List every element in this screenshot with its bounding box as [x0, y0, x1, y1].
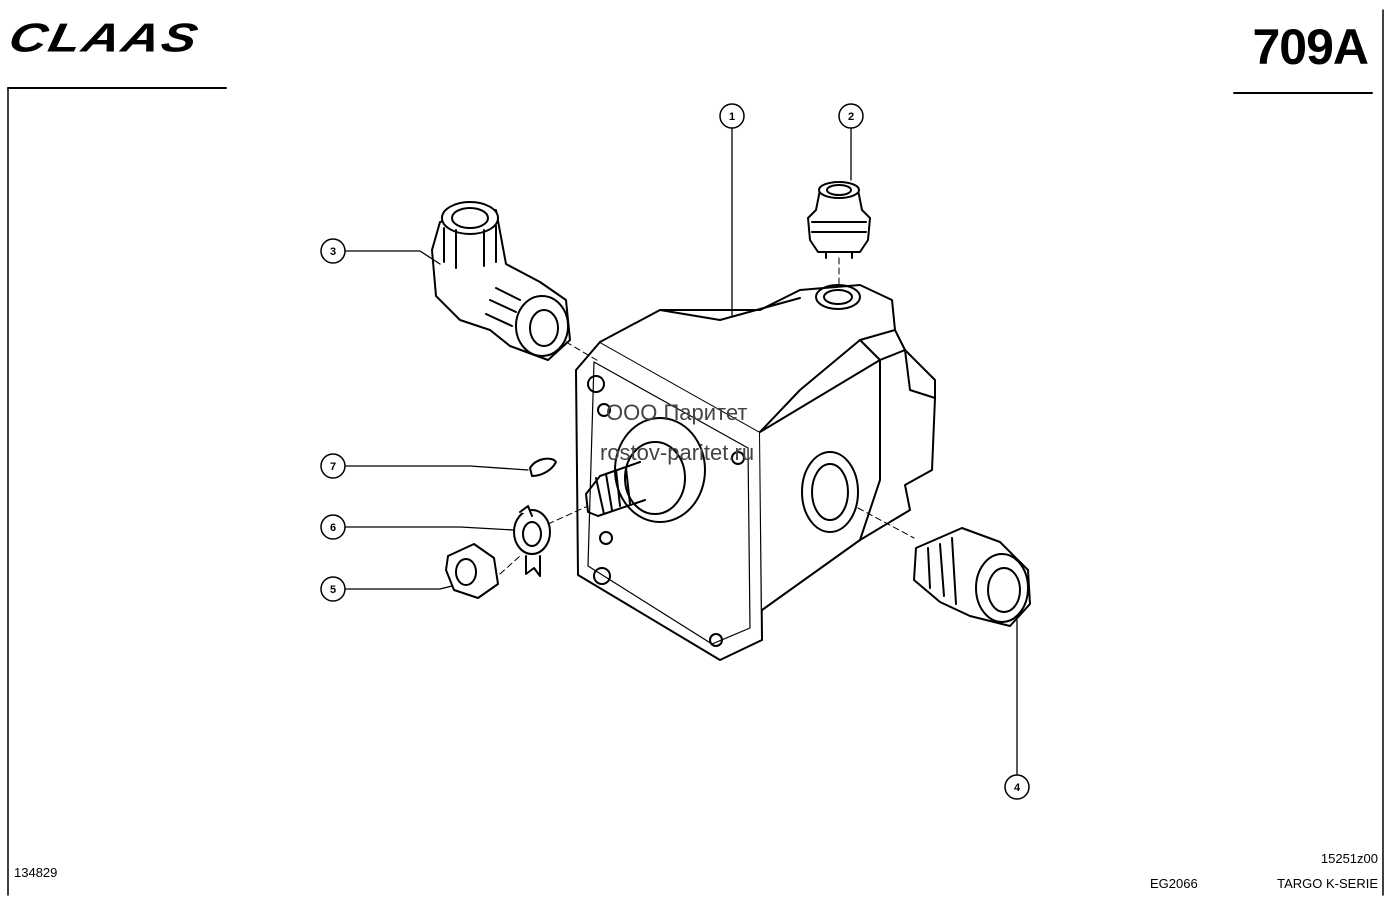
- callout-2: [838, 103, 864, 129]
- drawing-number: 134829: [14, 865, 58, 880]
- watermark-site: rostov-paritet.ru: [600, 440, 755, 465]
- leader-6: [344, 526, 515, 531]
- reference-code: EG2066: [1150, 876, 1198, 891]
- callout-7: [320, 453, 346, 479]
- callout-label-4: 4: [1014, 782, 1021, 794]
- callout-label-1: 1: [729, 111, 735, 123]
- callout-5: [320, 576, 346, 602]
- callout-label-6: 6: [330, 522, 336, 534]
- callout-3: [320, 238, 346, 264]
- leader-3: [344, 250, 441, 265]
- callout-label-7: 7: [330, 461, 336, 473]
- series-name: TARGO K-SERIE: [1277, 876, 1378, 891]
- leader-5: [344, 585, 453, 590]
- straight-fitting-side: [913, 527, 1031, 627]
- drawing-code: 15251z00: [1320, 851, 1378, 866]
- woodruff-key: [529, 457, 557, 477]
- callout-label-3: 3: [330, 246, 336, 258]
- callout-label-5: 5: [330, 584, 336, 596]
- lock-washer: [513, 505, 551, 577]
- callout-label-2: 2: [848, 111, 854, 123]
- straight-fitting-top: [807, 181, 871, 259]
- callout-6: [320, 514, 346, 540]
- elbow-fitting: [431, 201, 571, 361]
- hex-nut: [445, 543, 499, 599]
- page-number: 709A: [1252, 19, 1369, 75]
- leader-7: [344, 465, 529, 471]
- watermark-company: ООО Паритет: [606, 400, 748, 425]
- callout-1: [719, 103, 745, 129]
- gear-pump-body: [575, 284, 936, 661]
- callout-4: [1004, 774, 1030, 800]
